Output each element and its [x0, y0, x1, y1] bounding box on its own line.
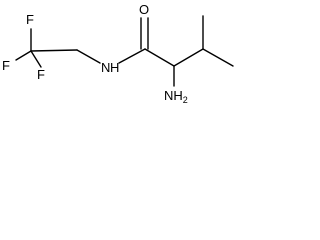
atom-amine-nh: NH2: [164, 88, 188, 105]
atom-oxygen-carbonyl: O: [139, 2, 149, 17]
atom-hydrogen-amide: H: [110, 60, 119, 75]
bond-beta-methyl-right: [202, 48, 234, 67]
bond-ch2-nh: [76, 49, 101, 64]
molecule-structure-diagram: F F F N H O NH2: [2, 2, 234, 105]
bond-cf3-f-left: [15, 50, 32, 61]
atom-nitrogen-amide: N: [101, 60, 110, 75]
bond-alpha-beta: [173, 48, 204, 67]
bond-cf3-f-bottom: [30, 50, 42, 68]
bond-nh-carbonyl: [118, 48, 146, 64]
atom-fluorine-bottom: F: [37, 67, 45, 82]
atom-amine-subscript: 2: [183, 95, 188, 105]
atom-fluorine-top: F: [26, 12, 34, 27]
bond-carbonyl-alpha: [144, 48, 175, 67]
bond-cf3-ch2: [30, 49, 78, 52]
atom-fluorine-left: F: [2, 58, 10, 73]
